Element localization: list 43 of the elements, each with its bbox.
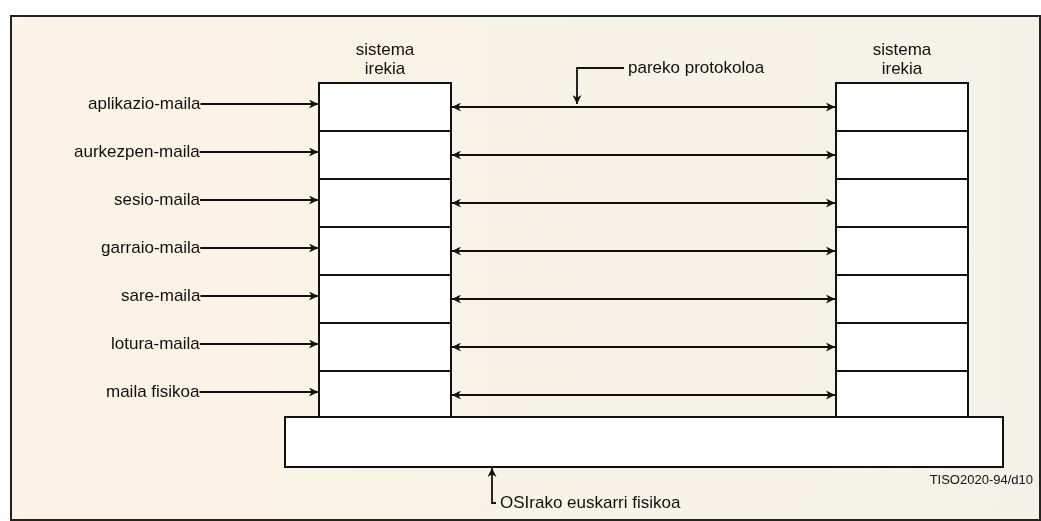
- callout-label: OSIrako euskarri fisikoa: [500, 493, 681, 513]
- arrow: [199, 195, 319, 205]
- layer-label: lotura-maila: [111, 334, 200, 354]
- layer-box: [835, 226, 969, 276]
- leader-line: [487, 467, 497, 504]
- system-stack: [318, 40, 452, 418]
- layer-box: [318, 178, 452, 228]
- arrow: [198, 339, 319, 349]
- stack-heading: sistema irekia: [871, 40, 933, 78]
- double-arrow: [451, 150, 836, 160]
- arrow: [199, 291, 319, 301]
- layer-box: [835, 322, 969, 372]
- layer-label: aurkezpen-maila: [74, 142, 200, 162]
- layer-label: sesio-maila: [114, 190, 200, 210]
- system-stack: [835, 40, 969, 418]
- double-arrow: [451, 390, 836, 400]
- medium-bar: [284, 416, 1004, 468]
- layer-box: [318, 130, 452, 180]
- layer-box: [318, 82, 452, 132]
- arrow: [199, 243, 319, 253]
- arrow: [198, 147, 319, 157]
- double-arrow: [451, 198, 836, 208]
- figure-id: TISO2020-94/d10: [929, 472, 1033, 487]
- double-arrow: [451, 246, 836, 256]
- layer-label: sare-maila: [121, 286, 201, 306]
- layer-box: [318, 226, 452, 276]
- callout-label: pareko protokoloa: [628, 58, 765, 78]
- layer-box: [835, 130, 969, 180]
- layer-box: [835, 274, 969, 324]
- arrow: [198, 387, 319, 397]
- layer-label: maila fisikoa: [106, 382, 200, 402]
- layer-box: [835, 82, 969, 132]
- arrow: [199, 99, 319, 109]
- stack-heading: sistema irekia: [354, 40, 416, 78]
- layer-box: [318, 322, 452, 372]
- leader-line: [572, 67, 625, 105]
- layer-box: [835, 178, 969, 228]
- layer-box: [318, 274, 452, 324]
- double-arrow: [451, 102, 836, 112]
- layer-label: aplikazio-maila: [88, 94, 201, 114]
- layer-label: garraio-maila: [101, 238, 201, 258]
- double-arrow: [451, 342, 836, 352]
- double-arrow: [451, 294, 836, 304]
